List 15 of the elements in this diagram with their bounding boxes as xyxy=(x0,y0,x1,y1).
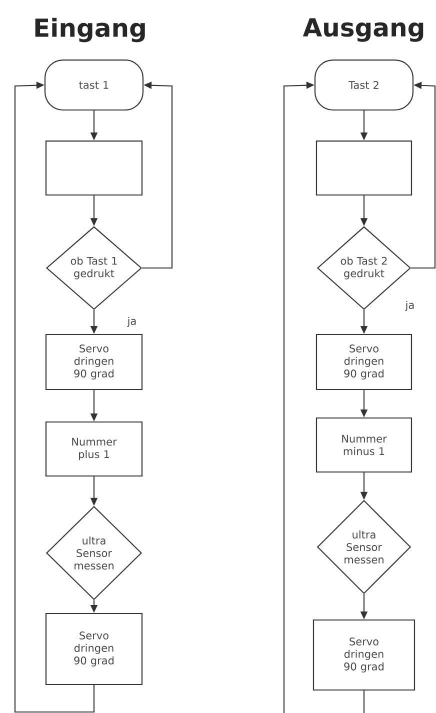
process-box xyxy=(45,140,143,196)
rounded-box: tast 1 xyxy=(44,59,144,111)
edge-label: ja xyxy=(127,316,136,327)
arrow xyxy=(14,82,95,713)
process-box: Servo dringen 90 grad xyxy=(45,612,143,686)
process-box: Nummer plus 1 xyxy=(45,421,143,477)
process-box: Servo dringen 90 grad xyxy=(312,619,416,691)
process-box: Servo dringen 90 grad xyxy=(316,334,412,390)
edge-label: ja xyxy=(405,300,414,311)
process-box: Servo dringen 90 grad xyxy=(45,334,143,390)
rounded-box: Tast 2 xyxy=(314,59,414,111)
arrow xyxy=(283,82,365,713)
arrow xyxy=(142,82,173,269)
process-box: Nummer minus 1 xyxy=(316,417,412,473)
process-box xyxy=(316,140,412,196)
